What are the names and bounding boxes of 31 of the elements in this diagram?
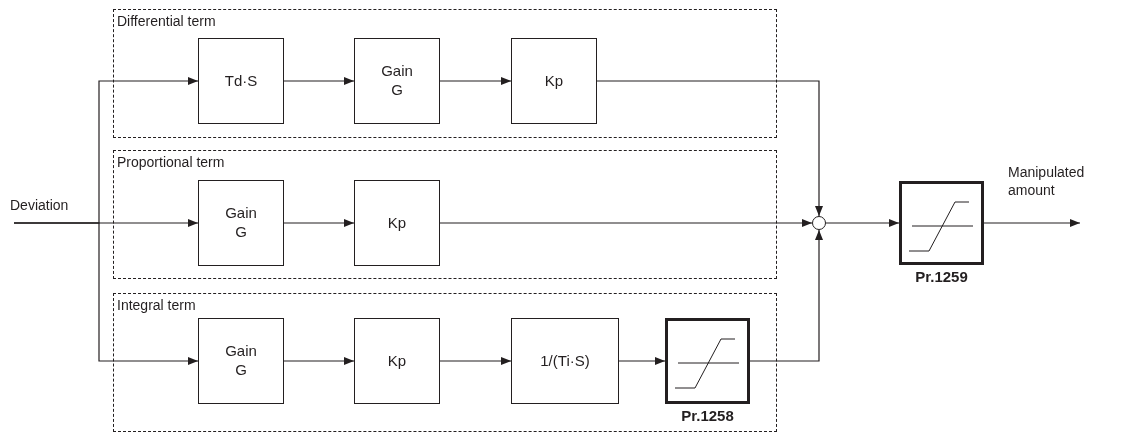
summing-junction — [812, 216, 826, 230]
transfer-block: Gain G — [198, 318, 284, 404]
transfer-block: 1/(Ti·S) — [511, 318, 619, 404]
signal-arrow — [439, 77, 512, 85]
signal-arrow — [439, 219, 813, 227]
signal-arrow — [439, 357, 512, 365]
dashed-group-frame — [113, 293, 777, 432]
group-title: Differential term — [117, 13, 216, 29]
signal-label: Deviation — [10, 196, 69, 215]
transfer-block: Gain G — [198, 180, 284, 266]
transfer-block: Gain G — [354, 38, 440, 124]
transfer-block: Kp — [511, 38, 597, 124]
signal-label: Manipulated amount — [1008, 163, 1085, 200]
signal-arrow — [283, 357, 355, 365]
signal-arrow — [749, 229, 823, 362]
parameter-label: Pr.1258 — [681, 407, 734, 424]
transfer-block: Kp — [354, 180, 440, 266]
signal-arrow — [283, 77, 355, 85]
signal-arrow — [825, 219, 900, 227]
transfer-block: Kp — [354, 318, 440, 404]
transfer-block: Td·S — [198, 38, 284, 124]
signal-arrow — [596, 80, 823, 217]
signal-arrow — [618, 357, 666, 365]
signal-arrow — [983, 219, 1081, 227]
dashed-group-frame — [113, 150, 777, 279]
parameter-label: Pr.1259 — [915, 268, 968, 285]
dashed-group-frame — [113, 9, 777, 138]
signal-arrow — [13, 222, 199, 365]
signal-arrow — [283, 219, 355, 227]
group-title: Proportional term — [117, 154, 225, 170]
group-title: Integral term — [117, 297, 196, 313]
